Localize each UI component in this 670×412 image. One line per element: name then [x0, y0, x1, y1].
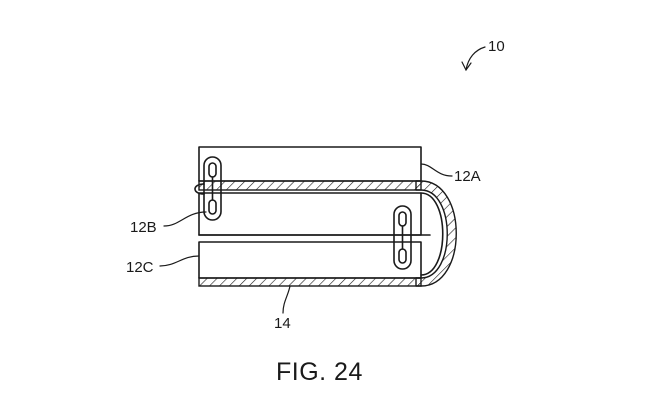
label-12a: 12A	[454, 168, 481, 185]
device-arrow-icon	[461, 46, 486, 72]
leader-12c	[159, 255, 200, 267]
label-14: 14	[274, 315, 291, 332]
wrap-layer-upper	[198, 180, 422, 191]
label-12b: 12B	[130, 219, 157, 236]
label-10: 10	[488, 38, 505, 55]
wrap-layer-lower	[198, 277, 422, 287]
leader-12b	[163, 211, 207, 227]
figure-caption: FIG. 24	[276, 358, 363, 386]
leader-12a	[420, 163, 453, 177]
segment-12a-body	[198, 146, 422, 182]
wrap-14-curve	[415, 180, 457, 287]
hinge-left-icon	[194, 156, 222, 221]
segment-12c-body	[198, 241, 422, 279]
segment-12b-body	[198, 192, 422, 236]
hinge-right-icon	[393, 205, 412, 270]
label-12c: 12C	[126, 259, 154, 276]
leader-14	[282, 285, 291, 314]
wrap-14-inner-edge	[420, 192, 444, 276]
